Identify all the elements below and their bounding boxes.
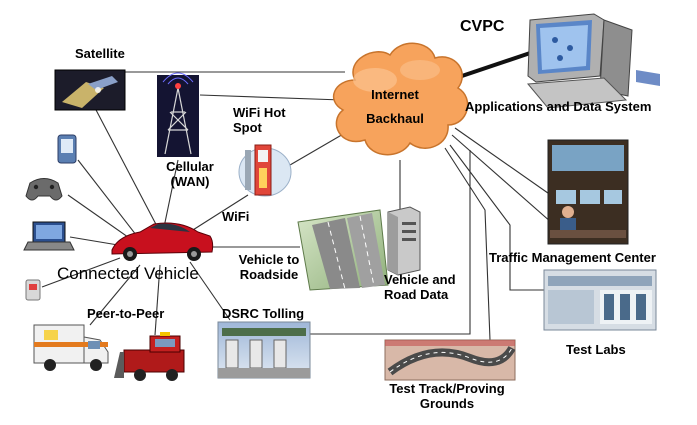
wifi-kiosk-icon — [238, 144, 292, 197]
link-wifi-cloud — [289, 132, 346, 166]
label-test-track: Test Track/Proving Grounds — [372, 381, 522, 412]
label-track-line2: Grounds — [419, 395, 475, 411]
label-internet-line1: Internet — [371, 87, 419, 102]
internet-cloud-icon — [332, 42, 469, 156]
connection-lines — [41, 71, 566, 341]
label-cellular-line2: (WAN) — [170, 173, 210, 189]
label-internet-line2: Backhaul — [366, 110, 424, 126]
cvpc-computer-icon — [526, 13, 660, 109]
link-cloud-tmc-2 — [454, 127, 566, 206]
small-device-icon — [25, 279, 41, 301]
link-cloud-dsrc — [310, 150, 471, 335]
link-cloud-tmc — [451, 134, 561, 231]
label-cvpc: CVPC — [460, 18, 505, 35]
link-cloud-track — [444, 147, 491, 341]
label-traffic-center: Traffic Management Center — [489, 250, 656, 265]
label-internet: Internet Backhaul — [355, 87, 435, 127]
label-cellular: Cellular (WAN) — [160, 159, 220, 190]
link-car-ambulance — [89, 264, 141, 326]
label-vehicle-to-roadside: Vehicle to Roadside — [232, 252, 306, 283]
link-car-pda — [77, 159, 141, 241]
link-cellular-cloud — [199, 94, 343, 101]
toll-plaza-icon — [217, 321, 311, 379]
label-v2r-line1: Vehicle to — [238, 252, 300, 267]
gamepad-icon — [25, 178, 63, 201]
label-cellular-line1: Cellular — [166, 159, 214, 174]
link-car-cellular — [162, 159, 179, 233]
cellular-tower-icon — [157, 72, 199, 157]
traffic-center-icon — [547, 139, 629, 245]
label-satellite: Satellite — [75, 46, 125, 61]
pda-icon — [57, 134, 77, 164]
link-cloud-labs — [449, 144, 548, 291]
test-track-icon — [384, 339, 516, 381]
label-connected-vehicle: Connected Vehicle — [57, 264, 199, 283]
label-dsrc-tolling: DSRC Tolling — [222, 306, 305, 321]
roadside-highway-icon — [297, 209, 389, 291]
link-car-device — [41, 257, 121, 288]
satellite-icon — [54, 69, 126, 111]
laptop-icon — [23, 221, 75, 251]
label-test-labs: Test Labs — [566, 342, 626, 357]
label-wifi-hotspot-line2: Spot — [233, 119, 262, 135]
link-car-satellite — [94, 107, 161, 233]
label-peer-to-peer: Peer-to-Peer — [87, 306, 165, 321]
snowplow-truck-icon — [114, 332, 185, 381]
connected-car-icon — [111, 222, 214, 261]
label-wifi-hotspot-line1: WiFi Hot — [233, 105, 286, 120]
label-track-line1: Test Track/Proving — [389, 381, 505, 396]
link-car-dsrc — [189, 261, 231, 321]
label-wifi-hotspot: WiFi Hot Spot — [233, 105, 286, 136]
label-applications: Applications and Data System — [465, 99, 652, 114]
label-vrd-line2: Road Data — [384, 286, 449, 302]
label-v2r-line2: Roadside — [239, 266, 299, 282]
link-car-gamepad — [67, 194, 136, 243]
label-vehicle-road-data: Vehicle and Road Data — [384, 272, 456, 303]
ambulance-icon — [33, 324, 109, 371]
link-car-wifi — [184, 194, 249, 236]
link-car-laptop — [69, 236, 119, 246]
test-labs-icon — [543, 269, 657, 331]
label-wifi: WiFi — [222, 209, 250, 224]
link-car-truck — [154, 264, 161, 336]
label-vrd-line1: Vehicle and — [384, 272, 456, 287]
server-icon — [387, 206, 421, 276]
